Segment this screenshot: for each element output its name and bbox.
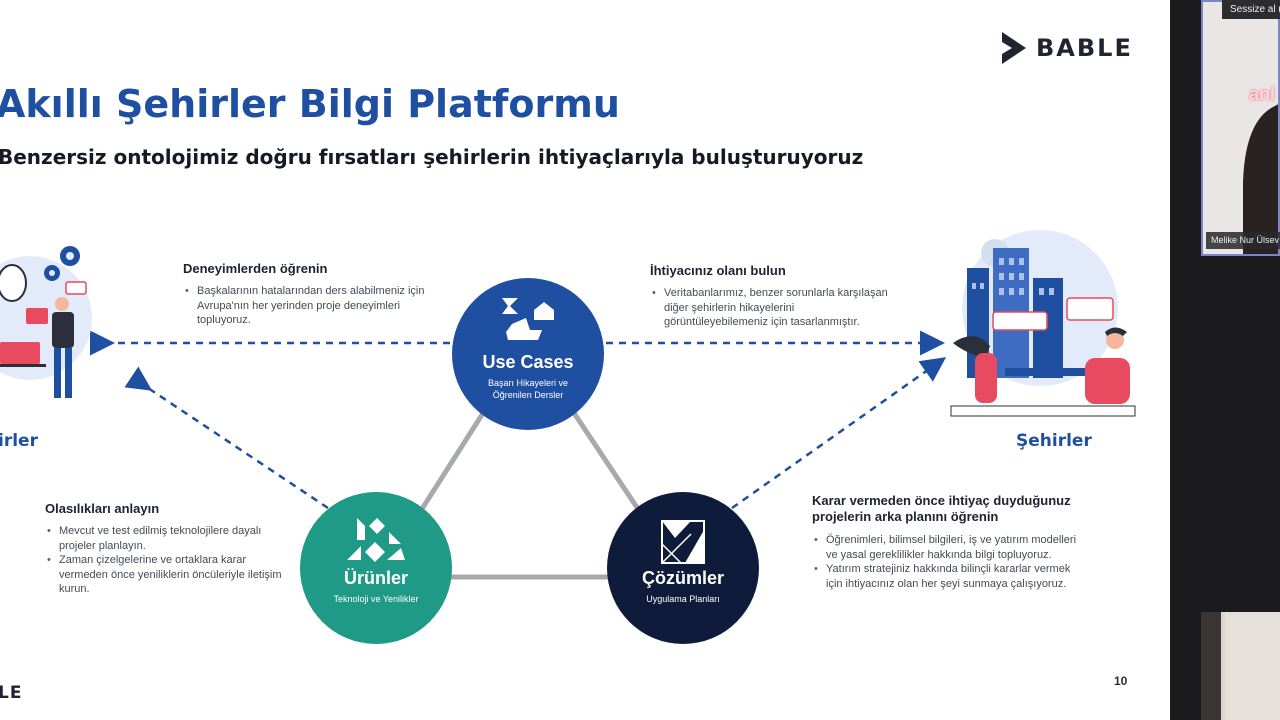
bottom-logo-fragment: LE — [0, 683, 23, 703]
products-icon — [347, 518, 405, 562]
background-heading: Karar vermeden önce ihtiyaç duyduğunuz p… — [812, 493, 1071, 524]
use-cases-title: Use Cases — [482, 352, 574, 372]
solutions-circle: Çözümler Uygulama Planları — [607, 492, 759, 644]
participant-video[interactable]: anl — [1201, 0, 1280, 256]
learn-heading: Deneyimlerden öğrenin — [183, 261, 328, 276]
understand-heading: Olasılıkları anlayın — [45, 501, 160, 516]
text-block-learn: Deneyimlerden öğrenin Başkalarının hatal… — [183, 261, 448, 328]
background-bullets: Öğrenimleri, bilimsel bilgileri, iş ve y… — [812, 533, 1080, 591]
bullet-item: Öğrenimleri, bilimsel bilgileri, iş ve y… — [814, 533, 1080, 562]
bullet-item: Mevcut ve test edilmiş teknolojilere day… — [47, 524, 295, 553]
bullet-item: Yatırım stratejiniz hakkında bilinçli ka… — [814, 562, 1080, 591]
arrow-solutions-to-right — [731, 357, 947, 510]
understand-bullets: Mevcut ve test edilmiş teknolojilere day… — [45, 524, 295, 597]
page-number: 10 — [1114, 674, 1128, 688]
learn-bullets: Başkalarının hatalarından ders alabilmen… — [183, 284, 448, 328]
solutions-icon — [661, 520, 705, 564]
find-heading: İhtiyacınız olanı bulun — [650, 263, 786, 278]
mute-button[interactable]: Sessize al (C — [1222, 0, 1280, 19]
products-subtitle: Teknoloji ve Yenilikler — [333, 594, 419, 604]
text-block-find: İhtiyacınız olanı bulun Veritabanlarımız… — [650, 263, 900, 330]
triangle-edge-left — [417, 408, 488, 514]
use-cases-circle: Use Cases Başarı Hikayeleri ve Öğrenilen… — [452, 278, 604, 430]
slide-title: Akıllı Şehirler Bilgi Platformu — [0, 82, 620, 126]
right-city-label: Şehirler — [1016, 431, 1092, 451]
connector-lines — [90, 330, 947, 580]
products-circle: Ürünler Teknoloji ve Yenilikler — [300, 492, 452, 644]
arrow-products-to-left — [124, 366, 329, 510]
bullet-item: Zaman çizelgelerine ve ortaklara karar v… — [47, 553, 295, 597]
participant-silhouette — [1203, 2, 1278, 254]
left-city-label: irler — [0, 431, 38, 451]
second-participant-video[interactable] — [1201, 612, 1280, 720]
use-cases-icon — [502, 298, 554, 340]
second-video-frame — [1201, 612, 1280, 720]
products-title: Ürünler — [343, 568, 408, 588]
bable-logo: BABLE — [1000, 30, 1133, 66]
logo-text: BABLE — [1036, 34, 1133, 62]
triangle-edge-right — [569, 408, 643, 514]
bullet-item: Veritabanlarımız, benzer sorunlarla karş… — [652, 286, 900, 330]
text-block-understand: Olasılıkları anlayın Mevcut ve test edil… — [45, 501, 295, 597]
solutions-title: Çözümler — [641, 568, 724, 588]
solutions-subtitle: Uygulama Planları — [646, 594, 720, 604]
use-cases-subtitle: Başarı Hikayeleri ve Öğrenilen Dersler — [487, 378, 569, 400]
bullet-item: Başkalarının hatalarından ders alabilmen… — [185, 284, 448, 328]
participant-name-badge: Melike Nur Ülsev — [1206, 232, 1280, 249]
right-city-illustration — [950, 230, 1136, 417]
find-bullets: Veritabanlarımız, benzer sorunlarla karş… — [650, 286, 900, 330]
slide-subtitle: Benzersiz ontolojimiz doğru fırsatları ş… — [0, 145, 864, 169]
video-overlay-text: anl — [1249, 84, 1276, 104]
bable-logo-icon — [1002, 32, 1026, 64]
text-block-background: Karar vermeden önce ihtiyaç duyduğunuz p… — [812, 493, 1080, 591]
presentation-slide: BABLE Akıllı Şehirler Bilgi Platformu Be… — [0, 0, 1170, 720]
left-city-illustration — [0, 246, 92, 398]
